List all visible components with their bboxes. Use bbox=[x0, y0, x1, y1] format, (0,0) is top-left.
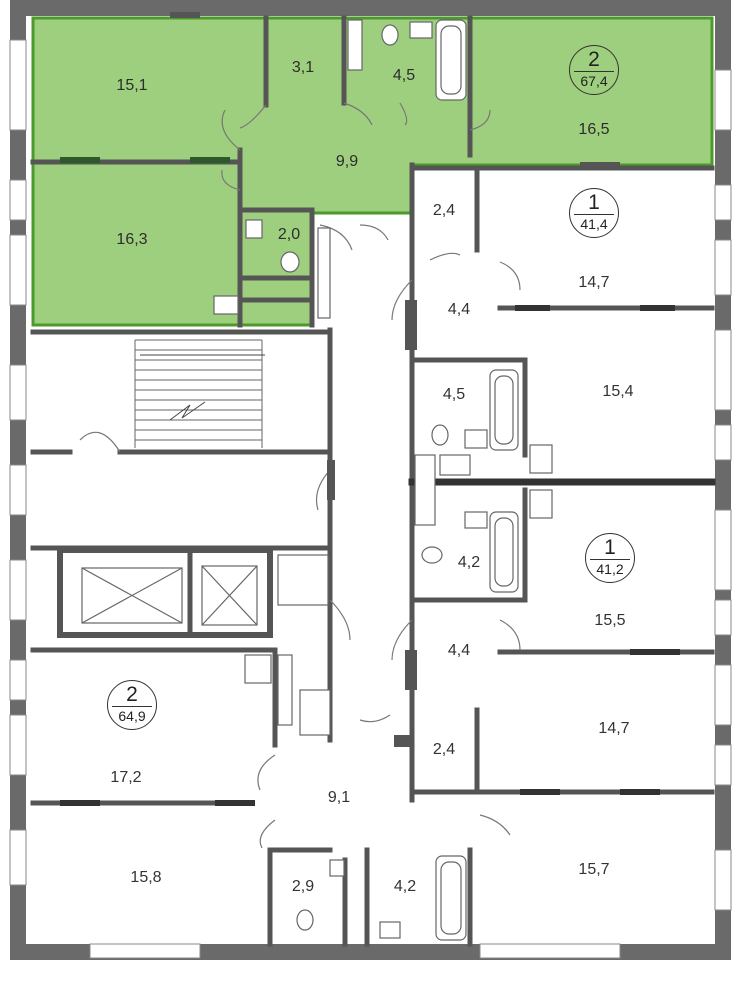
apartment-rooms: 2 bbox=[588, 48, 600, 71]
elevator-shafts bbox=[81, 565, 258, 626]
columns bbox=[327, 300, 417, 747]
room-area-label: 14,7 bbox=[578, 274, 610, 291]
interior-walls bbox=[30, 15, 716, 947]
window-lintels bbox=[60, 12, 620, 168]
room-area-label: 15,4 bbox=[602, 383, 634, 400]
lintels-dark bbox=[60, 305, 680, 806]
badge-divider bbox=[574, 214, 614, 215]
apartment-area: 41,2 bbox=[596, 561, 624, 577]
apartment-badge-bottom-left: 2 64,9 bbox=[107, 680, 157, 730]
room-area-label: 4,5 bbox=[392, 67, 416, 84]
room-area-label: 16,3 bbox=[116, 231, 148, 248]
room-area-label: 2,9 bbox=[291, 878, 315, 895]
room-area-label: 17,2 bbox=[110, 769, 142, 786]
room-area-label: 4,2 bbox=[393, 878, 417, 895]
door-swings bbox=[79, 102, 521, 849]
room-area-label: 15,7 bbox=[578, 861, 610, 878]
room-area-label: 2,4 bbox=[432, 741, 456, 758]
room-area-label: 4,4 bbox=[447, 642, 471, 659]
room-area-label: 4,4 bbox=[447, 301, 471, 318]
room-area-label: 14,7 bbox=[598, 720, 630, 737]
room-area-label: 4,2 bbox=[457, 554, 481, 571]
room-area-label: 3,1 bbox=[291, 59, 315, 76]
staircase bbox=[134, 339, 265, 448]
room-area-label: 15,1 bbox=[116, 77, 148, 94]
apartment-rooms: 1 bbox=[604, 536, 616, 559]
apartment-area: 41,4 bbox=[580, 216, 608, 232]
fixtures bbox=[213, 19, 553, 941]
apartment-badge-middle-right: 1 41,2 bbox=[585, 533, 635, 583]
badge-divider bbox=[590, 559, 630, 560]
apartment-badge-upper-right: 1 41,4 bbox=[569, 188, 619, 238]
room-area-label: 9,9 bbox=[335, 153, 359, 170]
room-area-label: 16,5 bbox=[578, 121, 610, 138]
apartment-area: 64,9 bbox=[118, 708, 146, 724]
badge-divider bbox=[112, 706, 152, 707]
room-area-label: 2,4 bbox=[432, 202, 456, 219]
apartment-rooms: 2 bbox=[126, 683, 138, 706]
room-area-label: 15,8 bbox=[130, 869, 162, 886]
apartment-badge-top-left: 2 67,4 bbox=[569, 45, 619, 95]
room-area-label: 15,5 bbox=[594, 612, 626, 629]
badge-divider bbox=[574, 71, 614, 72]
room-area-label: 2,0 bbox=[277, 226, 301, 243]
room-area-label: 4,5 bbox=[442, 386, 466, 403]
apartment-rooms: 1 bbox=[588, 191, 600, 214]
windows bbox=[9, 39, 732, 959]
apartment-area: 67,4 bbox=[580, 73, 608, 89]
room-area-label: 9,1 bbox=[327, 789, 351, 806]
